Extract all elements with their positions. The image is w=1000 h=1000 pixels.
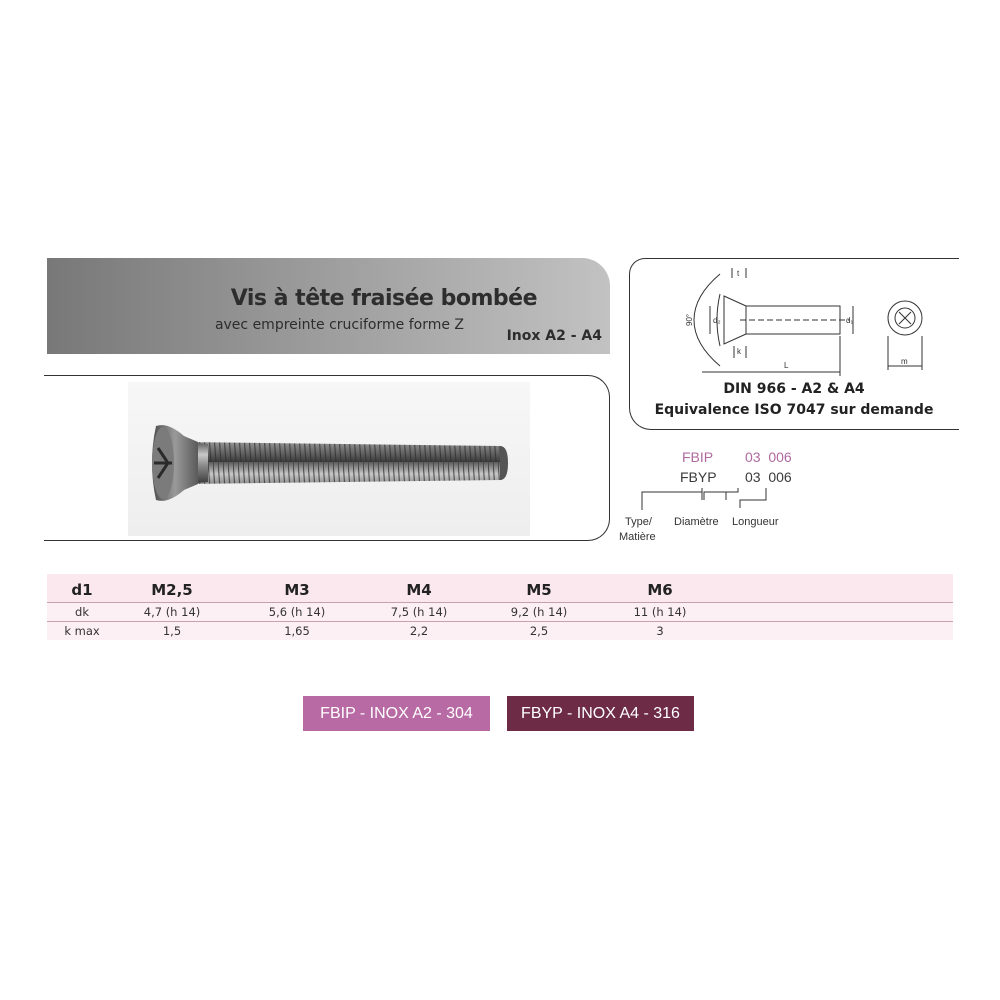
table-row: dk 4,7 (h 14) 5,6 (h 14) 7,5 (h 14) 9,2 … <box>47 602 953 622</box>
size-m6: M6 <box>647 581 673 599</box>
inox-a2-button[interactable]: FBIP - INOX A2 - 304 <box>303 696 490 731</box>
inox-a4-button[interactable]: FBYP - INOX A4 - 316 <box>507 696 694 731</box>
size-m3: M3 <box>284 581 310 599</box>
technical-drawing: 90° d₂ d₁ t k L m <box>685 268 923 376</box>
table-cell: 2,2 <box>409 624 429 638</box>
row-label: k max <box>64 624 100 638</box>
table-cell: 11 (h 14) <box>633 605 687 619</box>
table-cell: 5,6 (h 14) <box>268 605 326 619</box>
table-cell: 3 <box>656 624 664 638</box>
angle-label: 90° <box>685 314 694 326</box>
legend-matiere: Matière <box>619 531 656 543</box>
legend-longueur: Longueur <box>732 516 779 528</box>
table-cell: 4,7 (h 14) <box>143 605 201 619</box>
photo-frame <box>44 375 610 541</box>
ref-number-a2: 03 006 <box>745 449 792 465</box>
header-banner: Vis à tête fraisée bombée avec empreinte… <box>47 258 610 354</box>
t-label: t <box>737 269 740 278</box>
d1-label: d₁ <box>846 316 853 325</box>
product-subtitle: avec empreinte cruciforme forme Z <box>214 317 464 333</box>
screw-photo <box>152 425 508 501</box>
standard-line2: Equivalence ISO 7047 sur demande <box>654 402 934 418</box>
product-title: Vis à tête fraisée bombée <box>230 286 538 311</box>
L-label: L <box>784 361 789 370</box>
table-cell: 1,5 <box>162 624 182 638</box>
size-m5: M5 <box>526 581 552 599</box>
table-cell: 1,65 <box>284 624 310 638</box>
technical-drawing-frame <box>629 258 959 430</box>
material-label: Inox A2 - A4 <box>506 328 602 344</box>
header-label: d1 <box>71 581 93 599</box>
reference-brackets <box>641 488 767 510</box>
d2-label: d₂ <box>713 316 721 325</box>
row-label: dk <box>75 605 89 619</box>
table-cell: 2,5 <box>529 624 549 638</box>
legend-diametre: Diamètre <box>674 516 719 528</box>
size-m4: M4 <box>406 581 432 599</box>
ref-number-a4: 03 006 <box>745 469 792 485</box>
table-row: k max 1,5 1,65 2,2 2,5 3 <box>47 622 953 640</box>
table-header-row: d1 M2,5 M3 M4 M5 M6 <box>47 574 953 602</box>
m-label: m <box>901 357 908 366</box>
table-cell: 7,5 (h 14) <box>390 605 448 619</box>
k-label: k <box>737 347 742 356</box>
standard-line1: DIN 966 - A2 & A4 <box>723 381 865 397</box>
legend-type: Type/ <box>625 516 652 528</box>
ref-code-a4: FBYP <box>680 469 717 485</box>
ref-code-a2: FBIP <box>682 449 714 465</box>
size-m25: M2,5 <box>151 581 193 599</box>
dimensions-table: d1 M2,5 M3 M4 M5 M6 dk 4,7 (h 14) 5,6 (h… <box>47 574 953 640</box>
table-cell: 9,2 (h 14) <box>510 605 568 619</box>
